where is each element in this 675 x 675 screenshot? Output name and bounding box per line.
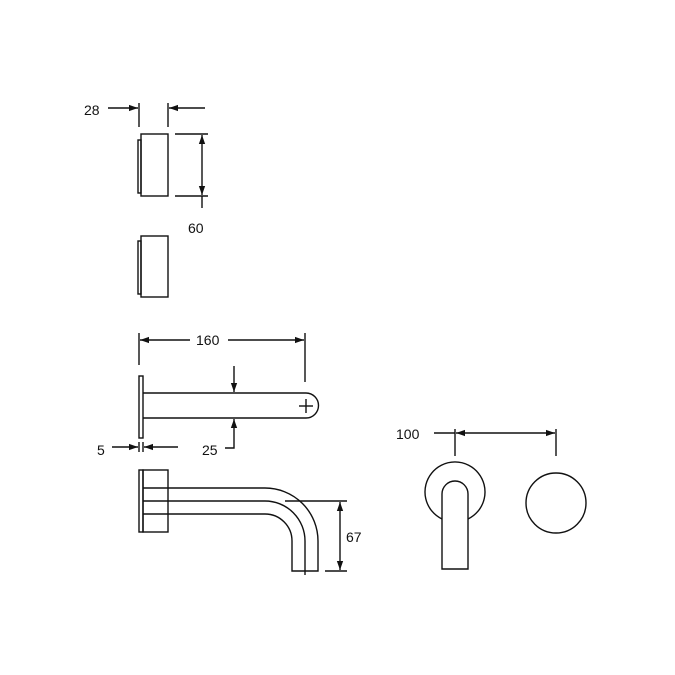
dim-label-100: 100 bbox=[396, 426, 420, 442]
dim-label-67: 67 bbox=[346, 529, 362, 545]
dim-label-28: 28 bbox=[84, 102, 100, 118]
spout-side-view bbox=[138, 469, 319, 575]
dimension-centre-distance: 100 bbox=[396, 426, 557, 456]
spout-top-view bbox=[138, 375, 320, 439]
dimension-handle-width: 28 bbox=[84, 102, 205, 127]
mixer-front-view bbox=[424, 461, 587, 570]
dim-label-60: 60 bbox=[188, 220, 204, 236]
dim-label-5: 5 bbox=[97, 442, 105, 458]
dim-label-25: 25 bbox=[202, 442, 218, 458]
handle-side-view-top bbox=[137, 133, 169, 197]
dimension-plate-thickness: 5 bbox=[97, 442, 178, 458]
dim-label-160: 160 bbox=[196, 332, 220, 348]
dimension-spout-drop: 67 bbox=[285, 500, 362, 572]
dimension-spout-width: 25 bbox=[202, 366, 238, 458]
dimension-handle-height: 60 bbox=[175, 133, 208, 236]
dimension-spout-length: 160 bbox=[138, 332, 306, 382]
handle-side-view-bottom bbox=[137, 235, 169, 298]
diverter-plate bbox=[525, 472, 587, 534]
